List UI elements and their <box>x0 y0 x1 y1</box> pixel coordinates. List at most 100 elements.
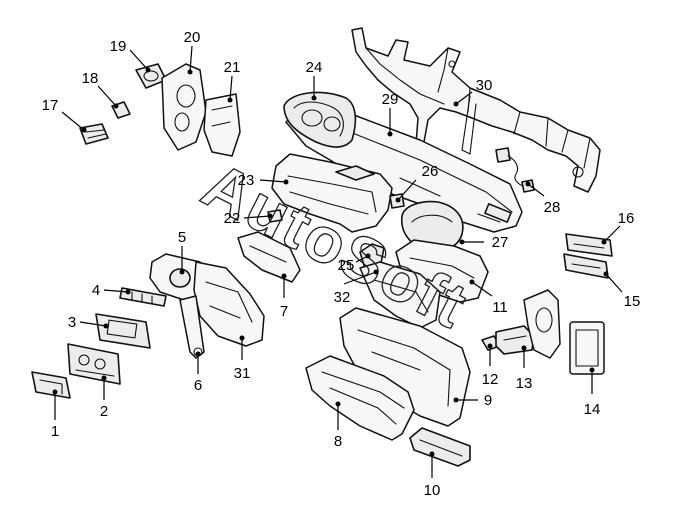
callout-number-6: 6 <box>194 377 202 394</box>
leader-dot <box>601 239 607 245</box>
leader-dot <box>387 131 393 137</box>
callout-number-1: 1 <box>51 423 59 440</box>
callout-15: 15 <box>603 271 641 310</box>
callout-number-4: 4 <box>92 282 100 299</box>
leader-dot <box>281 273 287 279</box>
leader-dot <box>521 345 527 351</box>
callout-number-20: 20 <box>184 29 201 46</box>
part-19-vent-round <box>135 63 167 89</box>
callout-number-25: 25 <box>338 257 355 274</box>
part-10-tray <box>409 427 471 467</box>
leader-line <box>471 281 493 297</box>
callout-number-23: 23 <box>238 172 255 189</box>
callout-number-9: 9 <box>484 392 492 409</box>
part-2-hvac-panel <box>67 343 121 385</box>
callout-6: 6 <box>194 351 202 394</box>
part-3-control-unit <box>95 313 151 349</box>
callout-5: 5 <box>178 229 186 275</box>
part-31-console-side <box>193 261 265 347</box>
part-23-center-bezel <box>271 153 393 233</box>
callout-number-13: 13 <box>516 375 533 392</box>
leader-line <box>259 179 287 183</box>
part-8-glovebox <box>305 355 415 441</box>
leader-dot <box>603 271 609 277</box>
part-drawings <box>31 27 613 467</box>
callout-12: 12 <box>482 343 499 388</box>
callout-number-3: 3 <box>68 314 76 331</box>
callout-7: 7 <box>280 273 288 320</box>
callout-14: 14 <box>584 367 601 418</box>
leader-dot <box>267 213 273 219</box>
leader-line <box>455 91 473 105</box>
callout-number-11: 11 <box>492 299 508 316</box>
callout-number-12: 12 <box>482 371 499 388</box>
callout-31: 31 <box>234 335 251 382</box>
part-16-switch-module <box>565 233 613 257</box>
callout-4: 4 <box>92 282 131 299</box>
leader-line <box>229 75 233 101</box>
leader-line <box>527 183 545 197</box>
callout-number-2: 2 <box>100 403 108 420</box>
callout-18: 18 <box>82 70 119 109</box>
leader-dot <box>459 239 465 245</box>
leader-dot <box>103 323 109 329</box>
callout-27: 27 <box>459 234 509 251</box>
part-20-vent-bezel <box>161 63 207 151</box>
leader-dot <box>239 335 245 341</box>
callout-16: 16 <box>601 210 635 245</box>
leader-line <box>189 45 193 73</box>
callout-8: 8 <box>334 401 342 450</box>
leader-dot <box>101 375 107 381</box>
leader-line <box>243 215 271 219</box>
part-1-bracket <box>31 371 71 399</box>
callout-number-14: 14 <box>584 401 601 418</box>
callout-number-26: 26 <box>422 163 439 180</box>
part-4-switch-strip <box>119 287 167 307</box>
leader-dot <box>469 279 475 285</box>
leader-line <box>343 271 377 285</box>
leader-dot <box>335 401 341 407</box>
leader-dot <box>589 367 595 373</box>
callout-17: 17 <box>42 97 87 133</box>
callout-28: 28 <box>525 181 561 216</box>
leader-dot <box>373 269 379 275</box>
callout-19: 19 <box>110 38 151 73</box>
callout-number-32: 32 <box>334 289 351 306</box>
leader-dot <box>195 351 201 357</box>
leader-dot <box>395 197 401 203</box>
part-14-panel <box>569 321 605 375</box>
part-side-trim <box>523 289 561 359</box>
callout-9: 9 <box>453 392 492 409</box>
callout-number-27: 27 <box>492 234 509 251</box>
callout-1: 1 <box>51 389 59 440</box>
callout-number-22: 22 <box>224 210 241 227</box>
callout-25: 25 <box>338 253 371 274</box>
callout-21: 21 <box>224 59 241 103</box>
part-7-lower-panel <box>237 231 301 283</box>
leader-dot <box>81 127 87 133</box>
part-15-switch-module <box>563 253 609 279</box>
callout-number-16: 16 <box>618 210 635 227</box>
part-28-connector <box>495 147 535 193</box>
leader-dot <box>227 97 233 103</box>
callout-13: 13 <box>516 345 533 392</box>
callout-number-28: 28 <box>544 199 561 216</box>
callout-2: 2 <box>100 375 108 420</box>
leader-dot <box>453 397 459 403</box>
callout-number-15: 15 <box>624 293 641 310</box>
callout-number-8: 8 <box>334 433 342 450</box>
leader-dot <box>453 101 459 107</box>
callout-26: 26 <box>395 163 439 203</box>
leader-line <box>397 179 417 201</box>
callout-number-21: 21 <box>224 59 241 76</box>
leader-dot <box>113 103 119 109</box>
leader-dot <box>487 343 493 349</box>
callout-24: 24 <box>306 59 322 101</box>
leader-dot <box>365 253 371 259</box>
callout-number-31: 31 <box>234 365 251 382</box>
callout-3: 3 <box>68 314 109 331</box>
callout-32: 32 <box>334 269 379 306</box>
callout-number-19: 19 <box>110 38 127 55</box>
leader-dot <box>125 289 131 295</box>
